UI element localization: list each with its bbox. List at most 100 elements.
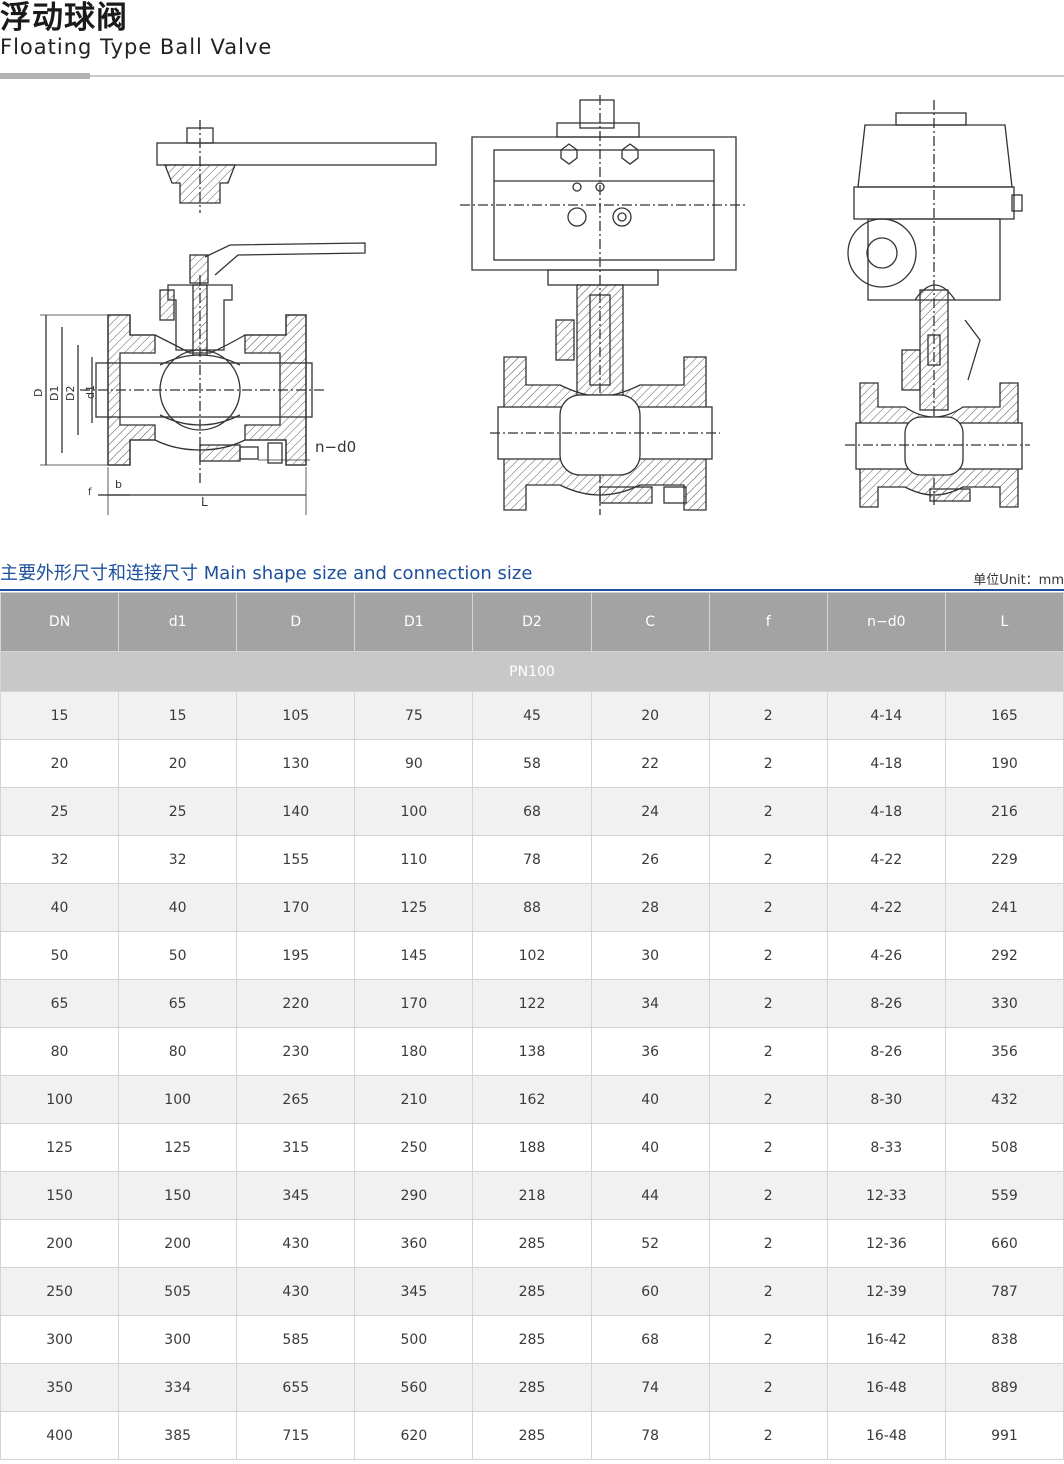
table-cell: 265	[236, 1075, 356, 1124]
table-cell: 75	[354, 691, 474, 740]
table-cell: 52	[590, 1219, 710, 1268]
table-cell: 505	[118, 1267, 238, 1316]
table-cell: 25	[118, 787, 238, 836]
table-cell: 2	[708, 1267, 828, 1316]
table-cell: 2	[708, 1411, 828, 1460]
section-rule	[0, 589, 1064, 591]
table-cell: 216	[944, 787, 1064, 836]
table-cell: 230	[236, 1027, 356, 1076]
column-header: DN	[0, 592, 120, 652]
table-cell: 8-33	[826, 1123, 946, 1172]
table-cell: 12-36	[826, 1219, 946, 1268]
header-rule-accent	[0, 73, 90, 79]
table-cell: 838	[944, 1315, 1064, 1364]
table-cell: 170	[354, 979, 474, 1028]
table-cell: 430	[236, 1219, 356, 1268]
table-cell: 660	[944, 1219, 1064, 1268]
table-cell: 229	[944, 835, 1064, 884]
table-cell: 88	[472, 883, 592, 932]
table-cell: 45	[472, 691, 592, 740]
table-cell: 560	[354, 1363, 474, 1412]
table-cell: 4-22	[826, 883, 946, 932]
column-header: d1	[118, 592, 238, 652]
table-cell: 4-14	[826, 691, 946, 740]
table-cell: 16-42	[826, 1315, 946, 1364]
table-cell: 15	[118, 691, 238, 740]
section-title: 主要外形尺寸和连接尺寸 Main shape size and connecti…	[0, 563, 533, 584]
table-cell: 292	[944, 931, 1064, 980]
table-cell: 36	[590, 1027, 710, 1076]
table-cell: 2	[708, 1219, 828, 1268]
table-cell: 2	[708, 1363, 828, 1412]
table-cell: 991	[944, 1411, 1064, 1460]
table-cell: 162	[472, 1075, 592, 1124]
column-header: C	[590, 592, 710, 652]
table-cell: 105	[236, 691, 356, 740]
table-cell: 130	[236, 739, 356, 788]
table-cell: 210	[354, 1075, 474, 1124]
table-cell: 32	[118, 835, 238, 884]
table-cell: 285	[472, 1219, 592, 1268]
table-cell: 150	[0, 1171, 120, 1220]
table-cell: 356	[944, 1027, 1064, 1076]
table-cell: 2	[708, 1171, 828, 1220]
pressure-class-label: PN100	[0, 651, 1064, 692]
table-cell: 2	[708, 739, 828, 788]
table-cell: 2	[708, 1027, 828, 1076]
table-cell: 50	[0, 931, 120, 980]
dim-label-L: L	[201, 495, 208, 509]
table-cell: 2	[708, 1315, 828, 1364]
table-cell: 16-48	[826, 1363, 946, 1412]
table-cell: 385	[118, 1411, 238, 1460]
table-cell: 195	[236, 931, 356, 980]
table-cell: 74	[590, 1363, 710, 1412]
table-cell: 2	[708, 787, 828, 836]
table-cell: 285	[472, 1267, 592, 1316]
table-cell: 140	[236, 787, 356, 836]
table-cell: 2	[708, 1123, 828, 1172]
table-cell: 787	[944, 1267, 1064, 1316]
table-cell: 12-33	[826, 1171, 946, 1220]
table-cell: 34	[590, 979, 710, 1028]
table-cell: 345	[354, 1267, 474, 1316]
column-header: D2	[472, 592, 592, 652]
table-cell: 2	[708, 691, 828, 740]
table-cell: 125	[354, 883, 474, 932]
table-cell: 315	[236, 1123, 356, 1172]
dim-label-b: b	[115, 478, 122, 491]
table-cell: 110	[354, 835, 474, 884]
column-header: D1	[354, 592, 474, 652]
table-cell: 585	[236, 1315, 356, 1364]
table-cell: 290	[354, 1171, 474, 1220]
pressure-class-row: PN100	[0, 651, 1064, 692]
table-cell: 65	[118, 979, 238, 1028]
valve-technical-drawing: D D1 D2 d1 f b L n−d0	[32, 95, 1030, 515]
table-cell: 100	[0, 1075, 120, 1124]
table-cell: 190	[944, 739, 1064, 788]
dim-label-D1: D1	[48, 386, 61, 401]
table-cell: 28	[590, 883, 710, 932]
table-cell: 20	[590, 691, 710, 740]
table-cell: 122	[472, 979, 592, 1028]
table-cell: 8-30	[826, 1075, 946, 1124]
table-cell: 250	[354, 1123, 474, 1172]
table-cell: 32	[0, 835, 120, 884]
table-cell: 180	[354, 1027, 474, 1076]
table-cell: 125	[118, 1123, 238, 1172]
table-cell: 4-22	[826, 835, 946, 884]
table-cell: 285	[472, 1363, 592, 1412]
table-cell: 78	[472, 835, 592, 884]
unit-label: 单位Unit：mm	[973, 573, 1064, 588]
column-header: f	[708, 592, 828, 652]
table-cell: 100	[354, 787, 474, 836]
table-cell: 360	[354, 1219, 474, 1268]
table-cell: 50	[118, 931, 238, 980]
table-cell: 100	[118, 1075, 238, 1124]
table-cell: 350	[0, 1363, 120, 1412]
